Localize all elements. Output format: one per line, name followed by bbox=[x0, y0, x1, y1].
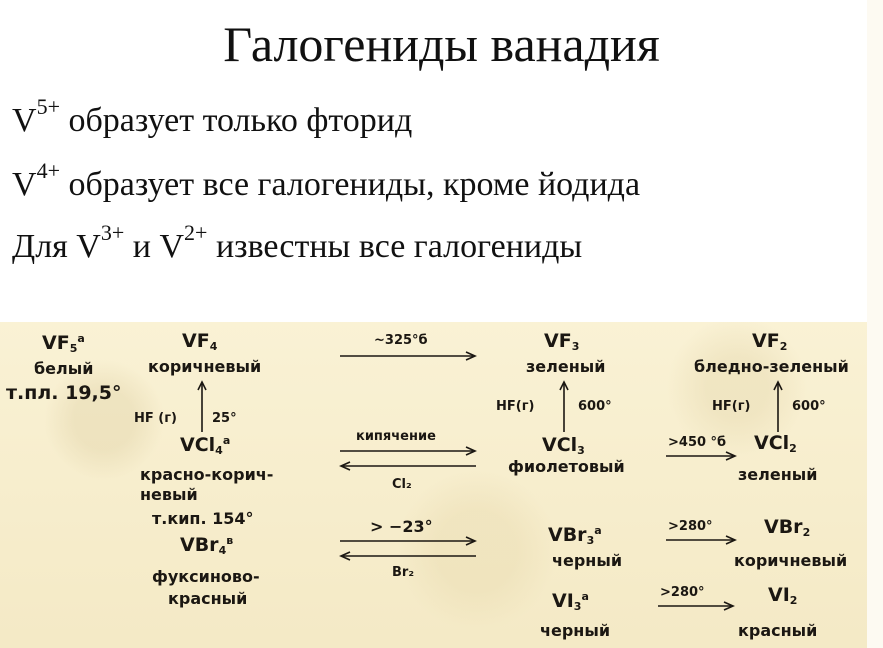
charge: 2+ bbox=[184, 220, 208, 245]
vbr3-formula: VBr3a bbox=[548, 524, 602, 547]
vbr2-formula: VBr2 bbox=[764, 516, 811, 539]
vcl4-formula: VCl4a bbox=[180, 434, 231, 457]
vf4-temp: 25° bbox=[212, 411, 237, 426]
scanned-scheme: VF5a белый т.пл. 19,5° VF4 коричневый HF… bbox=[0, 322, 867, 648]
vf3-color: зеленый bbox=[526, 357, 606, 376]
statement-v3-v2: Для V3+ и V2+ известны все галогениды bbox=[12, 222, 583, 268]
text: Для V bbox=[12, 228, 101, 265]
charge: 5+ bbox=[36, 94, 60, 119]
vcl3-color: фиолетовый bbox=[508, 457, 625, 476]
vi2-formula: VI2 bbox=[768, 584, 798, 607]
vf4-reagent: HF (г) bbox=[134, 411, 177, 426]
charge: 4+ bbox=[36, 158, 60, 183]
arrow-up-vcl2-vf2 bbox=[773, 380, 783, 432]
text: образует все галогениды, кроме йодида bbox=[59, 166, 641, 203]
arrow-vcl4-vcl3-equilibrium bbox=[339, 446, 477, 471]
vcl4-color-2: невый bbox=[140, 485, 198, 504]
arrow-vbr4-vbr3-equilibrium bbox=[339, 536, 477, 561]
arrow-vcl3-vcl2 bbox=[666, 451, 737, 461]
vi3-color: черный bbox=[540, 621, 611, 640]
vf2-temp: 600° bbox=[792, 399, 826, 414]
paper-texture bbox=[0, 322, 867, 648]
slide-title: Галогениды ванадия bbox=[223, 16, 660, 72]
vf3-reagent: HF(г) bbox=[496, 399, 535, 414]
vcl2-condition: >450 °б bbox=[668, 435, 727, 450]
vbr4-formula: VBr4в bbox=[180, 534, 234, 557]
vcl4-boiling-point: т.кип. 154° bbox=[152, 509, 254, 528]
text: известны все галогениды bbox=[207, 228, 583, 265]
vcl3-formula: VCl3 bbox=[542, 434, 585, 457]
arrow2-label-top: кипячение bbox=[356, 429, 436, 444]
vcl4-color-1: красно-корич- bbox=[140, 465, 274, 484]
vbr4-color-2: красный bbox=[168, 589, 248, 608]
vf5-formula: VF5a bbox=[42, 332, 85, 355]
vi2-color: красный bbox=[738, 621, 818, 640]
arrow1-label: ~325°б bbox=[374, 333, 428, 348]
vcl2-color: зеленый bbox=[738, 465, 818, 484]
arrow3-label-top: > −23° bbox=[370, 517, 433, 536]
arrow-vi3-vi2 bbox=[658, 601, 735, 611]
text: V bbox=[12, 102, 37, 139]
arrow-up-vcl4-vf4 bbox=[197, 380, 207, 432]
vbr4-color-1: фуксиново- bbox=[152, 567, 260, 586]
vf3-formula: VF3 bbox=[544, 330, 580, 353]
vbr3-color: черный bbox=[552, 551, 623, 570]
vf2-formula: VF2 bbox=[752, 330, 788, 353]
vf2-color: бледно-зеленый bbox=[694, 357, 849, 376]
arrow-vf4-vf3 bbox=[340, 351, 477, 361]
vi2-condition: >280° bbox=[660, 585, 705, 600]
vbr2-condition: >280° bbox=[668, 519, 713, 534]
vf5-color: белый bbox=[34, 359, 94, 378]
statement-v5: V5+ образует только фторид bbox=[12, 96, 413, 142]
arrow-up-vcl3-vf3 bbox=[559, 380, 569, 432]
page-margin bbox=[867, 0, 883, 648]
text: и V bbox=[124, 228, 185, 265]
vf3-temp: 600° bbox=[578, 399, 612, 414]
vbr2-color: коричневый bbox=[734, 551, 848, 570]
text: V bbox=[12, 166, 37, 203]
vf5-melting-point: т.пл. 19,5° bbox=[6, 382, 122, 404]
vf2-reagent: HF(г) bbox=[712, 399, 751, 414]
vcl2-formula: VCl2 bbox=[754, 432, 797, 455]
charge: 3+ bbox=[100, 220, 125, 245]
arrow-vbr3-vbr2 bbox=[666, 535, 737, 545]
arrow2-label-bottom: Cl₂ bbox=[392, 477, 412, 492]
vf4-color: коричневый bbox=[148, 357, 262, 376]
arrow3-label-bottom: Br₂ bbox=[392, 565, 415, 580]
vi3-formula: VI3a bbox=[552, 590, 589, 613]
statement-v4: V4+ образует все галогениды, кроме йодид… bbox=[12, 160, 641, 206]
vf4-formula: VF4 bbox=[182, 330, 218, 353]
text: образует только фторид bbox=[59, 102, 413, 139]
